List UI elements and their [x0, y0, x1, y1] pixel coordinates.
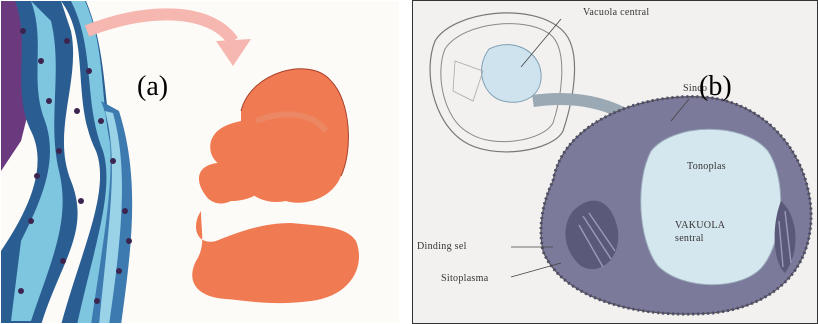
small-cell-outline: [430, 13, 574, 152]
arrow-head-a: [216, 39, 251, 66]
panel-a-label: (a): [137, 71, 168, 103]
panel-a: (a): [0, 0, 400, 324]
panel-b: Vacuola central Sinco Tonoplas VAKUOLA s…: [412, 0, 818, 324]
annotation-vakuola-sentral: VAKUOLA sentral: [675, 219, 735, 245]
annotation-tonoplas: Tonoplas: [687, 161, 726, 172]
curved-arrow-a: [87, 14, 233, 41]
annotation-dinding-sel: Dinding sel: [417, 241, 467, 252]
ribosome-er-illustration: [1, 1, 400, 324]
annotation-sitoplasma: Sitoplasma: [441, 273, 488, 284]
ribosome: [192, 69, 359, 303]
annotation-vacuola-central: Vacuola central: [583, 7, 649, 18]
panel-b-label: (b): [699, 71, 732, 103]
leader-vacuole-central: [521, 19, 561, 67]
large-cell: [541, 97, 811, 314]
endoplasmic-reticulum: [1, 1, 132, 324]
